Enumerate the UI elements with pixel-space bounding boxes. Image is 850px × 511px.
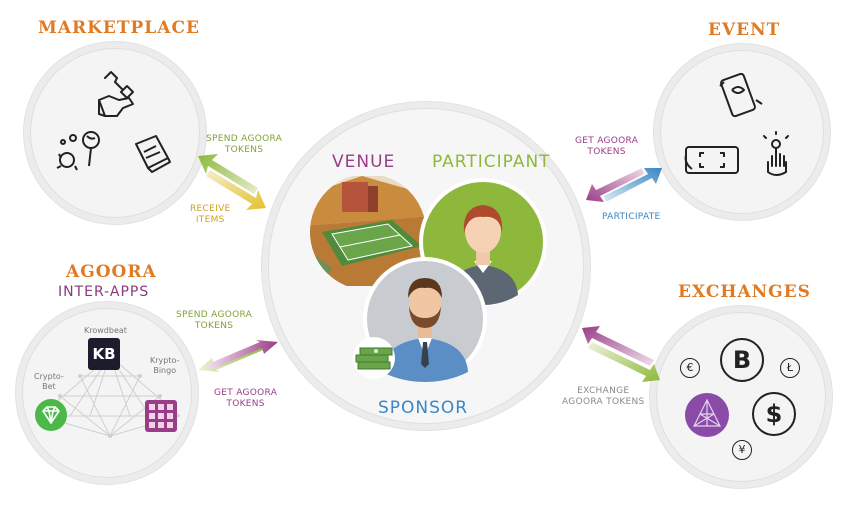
yen-icon: ¥ [732, 440, 752, 460]
venue-title: VENUE [332, 152, 396, 172]
dollar-icon: $ [752, 392, 796, 436]
sponsor-avatar [363, 257, 487, 382]
apps-arrows [198, 340, 278, 372]
diamond-icon[interactable] [34, 398, 68, 432]
agoora-circle [22, 308, 192, 478]
crypto-bingo-label: Krypto-Bingo [150, 356, 180, 375]
event-circle [660, 50, 824, 214]
exchange-arrows [582, 326, 660, 382]
bingo-card-icon[interactable] [144, 399, 178, 433]
money-stack-icon [353, 337, 395, 379]
event-participate-label: PARTICIPATE [602, 212, 661, 222]
euro-icon: € [680, 358, 700, 378]
sponsor-title: SPONSOR [378, 398, 469, 418]
phone-ticket-icon [719, 72, 763, 118]
litecoin-icon: Ł [780, 358, 800, 378]
event-heading: EVENT [708, 20, 781, 40]
krowdbeat-logo-text: KB [92, 345, 116, 363]
qr-scan-phone-icon [684, 146, 739, 174]
touch-gesture-icon [763, 131, 789, 176]
krowdbeat-logo-icon[interactable]: KB [88, 338, 120, 370]
participant-title: PARTICIPANT [432, 152, 551, 172]
event-arrows [586, 168, 662, 202]
tea-gift-icon [135, 135, 171, 173]
agoora-heading: AGOORA [66, 262, 157, 282]
inter-apps-subheading: INTER-APPS [58, 284, 150, 300]
krowdbeat-label: Krowdbeat [84, 326, 127, 335]
agoora-logo-icon [685, 393, 729, 437]
crypto-bet-label: Crypto-Bet [34, 372, 64, 391]
exchanges-heading: EXCHANGES [678, 282, 811, 302]
marketplace-arrows [198, 154, 266, 210]
venue-image [310, 176, 426, 286]
wrench-hand-icon [98, 71, 134, 117]
marketplace-heading: MARKETPLACE [38, 18, 200, 38]
bitcoin-icon: B [720, 338, 764, 382]
candy-icon [56, 131, 100, 171]
